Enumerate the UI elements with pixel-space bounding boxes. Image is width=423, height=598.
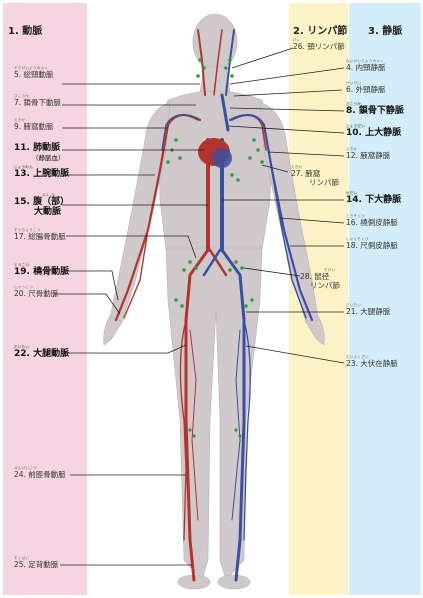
label-femoral-artery: だいたい 22. 大腿動脈 bbox=[14, 345, 69, 359]
label-axillary-artery: えきか 9. 腋窩動脈 bbox=[14, 118, 54, 131]
label-pulmonary-artery: 11. 肺動脈 （静脈血） bbox=[14, 143, 65, 163]
label-common-iliac-artery: そうちょうこつ 17. 総腸骨動脈 bbox=[14, 228, 66, 241]
label-external-jugular-vein: がいけい 6. 外頸静脈 bbox=[346, 81, 386, 94]
label-cervical-lymph-nodes: けい 26. 頸リンパ節 bbox=[293, 38, 345, 51]
label-common-carotid-artery: そうけいどうみゃく 5. 総頸動脈 bbox=[14, 66, 54, 79]
label-dorsalis-pedis-artery: そくはい 25. 足背動脈 bbox=[14, 556, 58, 569]
label-subclavian-artery: さこつか 7. 鎖骨下動脈 bbox=[14, 94, 61, 107]
label-basilic-vein: しゃくそくひ 18. 尺側皮静脈 bbox=[346, 237, 398, 250]
label-radial-artery: とうこつ 19. 橈骨動脈 bbox=[14, 263, 69, 277]
label-abdominal-aorta: ふく ぶ 15. 腹（部） 大動脈 bbox=[14, 193, 69, 217]
label-superior-vena-cava: じょうだい 10. 上大静脈 bbox=[346, 124, 401, 138]
label-internal-jugular-vein: ないけいじょうみゃく 4. 内頸静脈 bbox=[346, 59, 386, 72]
label-inferior-vena-cava: かだい 14. 下大静脈 bbox=[346, 191, 401, 205]
label-ulnar-artery: しゃっこつ 20. 尺骨動脈 bbox=[14, 285, 58, 298]
label-cephalic-vein: とうそくひ 16. 橈側皮静脈 bbox=[346, 214, 398, 227]
label-inguinal-lymph-nodes: そけい 28. 鼠径 リンパ節 bbox=[300, 268, 340, 290]
label-anterior-tibial-artery: ぜんけいこつ 24. 前脛骨動脈 bbox=[14, 466, 66, 479]
label-brachial-artery: じょうわん 13. 上腕動脈 bbox=[14, 165, 69, 179]
label-subclavian-vein: さこつか 8. 鎖骨下静脈 bbox=[346, 102, 404, 116]
body-silhouette bbox=[104, 14, 325, 589]
label-great-saphenous-vein: だいふくざい 23. 大伏在静脈 bbox=[346, 355, 398, 368]
label-femoral-vein: だいたい 21. 大腿静脈 bbox=[346, 303, 390, 316]
label-axillary-vein: えきか 12. 腋窩静脈 bbox=[346, 147, 390, 160]
label-axillary-lymph-nodes: えきか 27. 腋窩 リンパ節 bbox=[291, 165, 339, 187]
